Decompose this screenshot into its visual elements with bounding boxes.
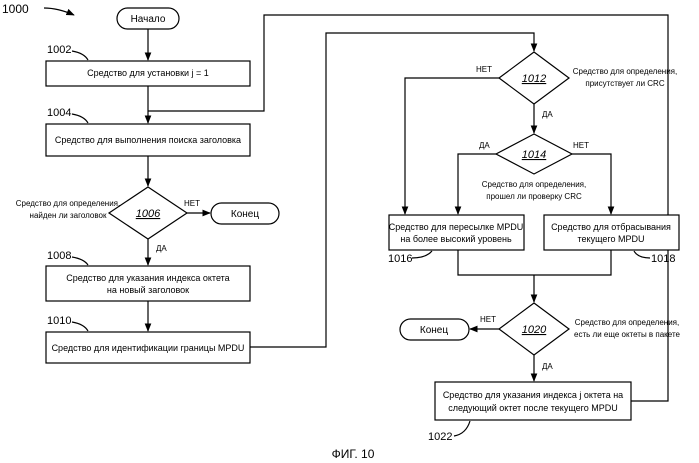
ref-1018: 1018: [651, 253, 675, 265]
step-1008-box: [46, 266, 250, 301]
decision-1006-text-1: Средство для определения,: [16, 199, 120, 208]
step-1022-box: [435, 382, 631, 420]
step-1016-box: [389, 215, 524, 250]
figure-number: 1000: [2, 2, 29, 16]
decision-1020-text-2: есть ли еще октеты в пакете: [574, 330, 681, 339]
ref-1002: 1002: [47, 44, 71, 56]
ref-1004-leader: [72, 114, 88, 123]
step-1008-text-1: Средство для указания индекса октета: [66, 273, 229, 283]
decision-1020-text-1: Средство для определения,: [575, 318, 679, 327]
decision-1012-yes: ДА: [542, 110, 553, 119]
ref-1010-leader: [72, 322, 88, 331]
step-1002-label: Средство для установки j = 1: [87, 68, 209, 78]
start-label: Начало: [131, 14, 166, 25]
ref-1010: 1010: [47, 315, 71, 327]
step-1004-label: Средство для выполнения поиска заголовка: [55, 135, 241, 145]
connector-1016-merge: [458, 250, 611, 275]
step-1010-label: Средство для идентификации границы MPDU: [52, 343, 245, 353]
ref-1016: 1016: [388, 253, 412, 265]
step-1018-text-2: текущего MPDU: [578, 234, 645, 244]
decision-1012-ref: 1012: [522, 73, 546, 85]
step-1018-text-1: Средство для отбрасывания: [551, 222, 671, 232]
ref-1008: 1008: [47, 250, 71, 262]
decision-1006-text-2: найден ли заголовок: [30, 211, 107, 220]
decision-1020-yes: ДА: [542, 362, 553, 371]
decision-1014-yes: ДА: [479, 141, 490, 150]
decision-1014-text-1: Средство для определения,: [482, 180, 586, 189]
step-1018-box: [544, 215, 679, 250]
connector-1010-1012: [250, 33, 534, 347]
decision-1012-no: НЕТ: [476, 65, 492, 74]
decision-1006-yes: ДА: [156, 244, 167, 253]
step-1008-text-2: на новый заголовок: [107, 285, 189, 295]
decision-1006-ref: 1006: [136, 208, 161, 220]
decision-1020-no: НЕТ: [480, 315, 496, 324]
ref-1008-leader: [72, 257, 88, 265]
ref-1002-leader: [72, 51, 88, 60]
decision-1006-no: НЕТ: [184, 199, 200, 208]
decision-1012-text-1: Средство для определения,: [573, 67, 677, 76]
step-1016-text-2: на более высокий уровень: [400, 234, 512, 244]
step-1022-text-2: следующий октет после текущего MPDU: [448, 403, 618, 413]
decision-1014-text-2: прошел ли проверку CRC: [486, 192, 582, 201]
step-1022-text-1: Средство для указания индекса j октета н…: [443, 390, 623, 400]
ref-1022-leader: [454, 421, 470, 436]
decision-1014-ref: 1014: [522, 149, 546, 161]
ref-1016-leader: [412, 251, 432, 258]
decision-1012-text-2: присутствует ли CRC: [585, 79, 664, 88]
decision-1014-no: НЕТ: [573, 141, 589, 150]
end-left-label: Конец: [231, 209, 259, 220]
decision-1020-ref: 1020: [522, 324, 547, 336]
ref-1018-leader: [634, 251, 650, 258]
step-1016-text-1: Средство для пересылке MPDU: [389, 222, 523, 232]
end-right-label: Конец: [420, 325, 448, 336]
ref-1022: 1022: [428, 431, 452, 443]
figure-number-arrow: [44, 8, 74, 15]
ref-1004: 1004: [47, 107, 71, 119]
figure-caption: ФИГ. 10: [332, 447, 375, 461]
